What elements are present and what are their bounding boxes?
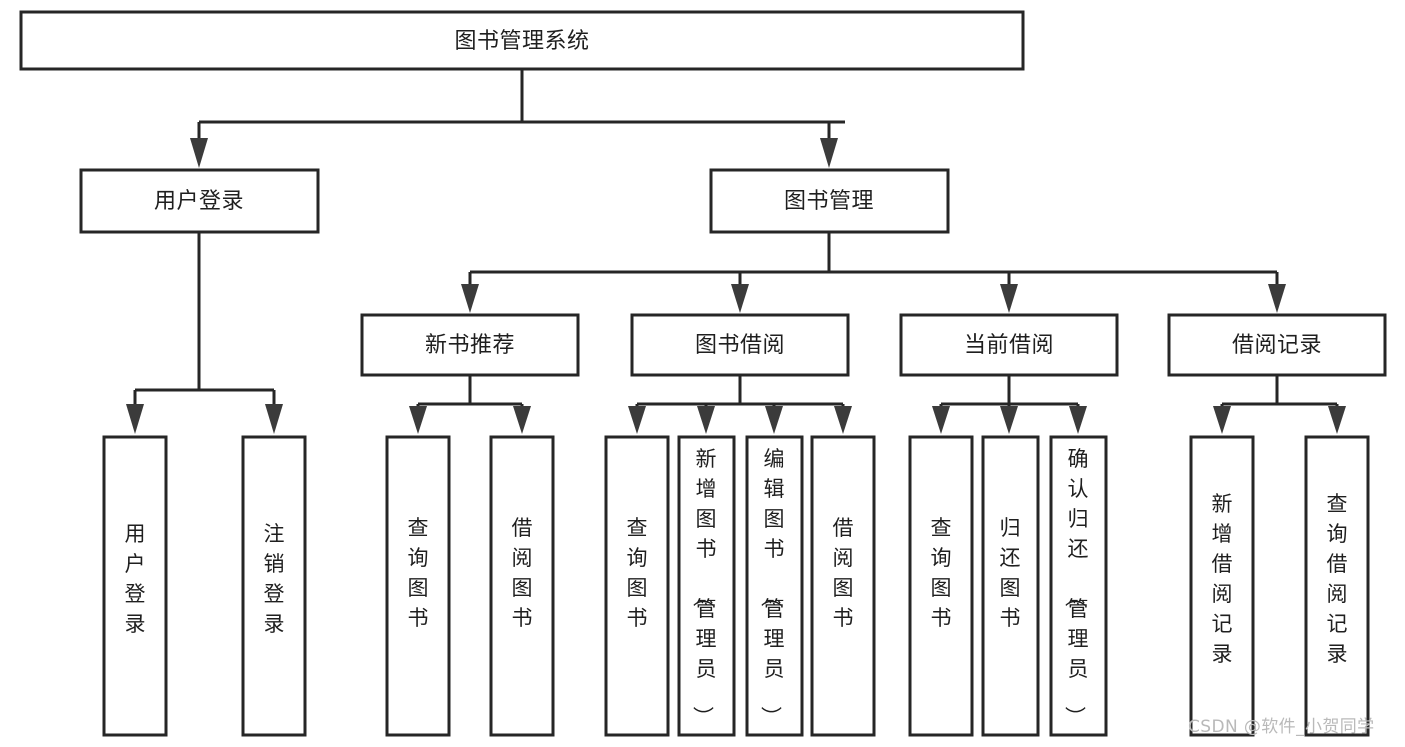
node-leaf-borrow-book-2[interactable]: 借阅图书: [810, 435, 876, 737]
node-leaf-add-book-label: 新增图书（管理员）: [691, 447, 717, 727]
arrowhead-leaf-borrow-book-1: [513, 406, 531, 434]
arrowhead-leaf-return-book: [1000, 406, 1018, 434]
node-leaf-borrow-book-2-box[interactable]: [810, 435, 876, 737]
node-leaf-query-book-3-box[interactable]: [908, 435, 974, 737]
node-leaf-confirm-return-box[interactable]: [1049, 435, 1108, 737]
node-borrow-record-label: 借阅记录: [1232, 333, 1322, 358]
node-leaf-query-book-1-label: 查询图书: [408, 516, 429, 630]
arrowhead-leaf-add-record: [1213, 406, 1231, 434]
node-leaf-query-record-label: 查询借阅记录: [1327, 492, 1348, 666]
node-leaf-add-book-box[interactable]: [677, 435, 736, 737]
node-root-box[interactable]: [19, 10, 1025, 71]
node-leaf-add-record[interactable]: 新增借阅记录: [1189, 435, 1255, 737]
node-leaf-logout-label: 注销登录: [264, 522, 285, 636]
node-leaf-query-book-2-label: 查询图书: [627, 516, 648, 630]
arrowhead-leaf-borrow-book-2: [834, 406, 852, 434]
node-leaf-user-login-box[interactable]: [102, 435, 168, 737]
arrowhead-new-book-recommend: [461, 284, 479, 313]
node-leaf-add-book[interactable]: 新增图书（管理员）: [677, 435, 736, 737]
arrowhead-leaf-query-book-2: [628, 406, 646, 434]
node-root-label: 图书管理系统: [454, 29, 589, 54]
node-leaf-query-book-1[interactable]: 查询图书: [385, 435, 451, 737]
node-leaf-logout-box[interactable]: [241, 435, 307, 737]
node-book-management[interactable]: 图书管理: [709, 168, 950, 234]
node-current-borrow-label: 当前借阅: [964, 333, 1054, 358]
node-user-login-box[interactable]: [79, 168, 320, 234]
node-user-login[interactable]: 用户登录: [79, 168, 320, 234]
node-book-borrow-box[interactable]: [630, 313, 850, 377]
arrowhead-book-management: [820, 138, 838, 168]
node-book-management-label: 图书管理: [784, 189, 874, 214]
node-leaf-edit-book[interactable]: 编辑图书（管理员）: [745, 435, 804, 737]
arrowhead-leaf-query-record: [1328, 406, 1346, 434]
arrowhead-leaf-edit-book: [765, 406, 783, 434]
node-leaf-add-record-box[interactable]: [1189, 435, 1255, 737]
arrowhead-borrow-record: [1268, 284, 1286, 313]
arrowhead-leaf-confirm-return: [1069, 406, 1087, 434]
node-leaf-confirm-return[interactable]: 确认归还（管理员）: [1049, 435, 1108, 737]
node-leaf-return-book[interactable]: 归还图书: [981, 435, 1040, 737]
node-leaf-logout[interactable]: 注销登录: [241, 435, 307, 737]
node-borrow-record-box[interactable]: [1167, 313, 1387, 377]
node-leaf-add-record-label: 新增借阅记录: [1212, 492, 1233, 666]
node-leaf-user-login-label: 用户登录: [125, 522, 146, 636]
node-leaf-query-book-3-label: 查询图书: [931, 516, 952, 630]
node-book-borrow-label: 图书借阅: [695, 333, 785, 358]
node-book-borrow[interactable]: 图书借阅: [630, 313, 850, 377]
node-leaf-query-record-box[interactable]: [1304, 435, 1370, 737]
node-leaf-query-record[interactable]: 查询借阅记录: [1304, 435, 1370, 737]
arrowhead-user-login: [190, 138, 208, 168]
arrowhead-leaf-add-book: [697, 406, 715, 434]
node-new-book-recommend[interactable]: 新书推荐: [360, 313, 580, 377]
node-leaf-query-book-2-box[interactable]: [604, 435, 670, 737]
node-root[interactable]: 图书管理系统: [19, 10, 1025, 71]
arrowhead-book-borrow: [731, 284, 749, 313]
node-leaf-return-book-label: 归还图书: [1000, 516, 1021, 630]
node-new-book-recommend-label: 新书推荐: [425, 333, 515, 358]
node-leaf-confirm-return-label: 确认归还（管理员）: [1063, 447, 1089, 727]
node-user-login-label: 用户登录: [154, 189, 244, 214]
node-leaf-edit-book-box[interactable]: [745, 435, 804, 737]
node-borrow-record[interactable]: 借阅记录: [1167, 313, 1387, 377]
node-leaf-query-book-2[interactable]: 查询图书: [604, 435, 670, 737]
node-current-borrow-box[interactable]: [899, 313, 1119, 377]
node-leaf-edit-book-label: 编辑图书（管理员）: [759, 447, 785, 727]
arrowhead-leaf-logout: [265, 404, 283, 434]
node-leaf-borrow-book-1-box[interactable]: [489, 435, 555, 737]
node-current-borrow[interactable]: 当前借阅: [899, 313, 1119, 377]
node-leaf-borrow-book-1[interactable]: 借阅图书: [489, 435, 555, 737]
arrowhead-leaf-query-book-3: [932, 406, 950, 434]
node-leaf-borrow-book-2-label: 借阅图书: [833, 516, 854, 630]
node-leaf-user-login[interactable]: 用户登录: [102, 435, 168, 737]
node-leaf-borrow-book-1-label: 借阅图书: [512, 516, 533, 630]
node-book-management-box[interactable]: [709, 168, 950, 234]
connector-layer: [126, 69, 1346, 434]
arrowhead-leaf-query-book-1: [409, 406, 427, 434]
node-leaf-return-book-box[interactable]: [981, 435, 1040, 737]
arrowhead-leaf-user-login: [126, 404, 144, 434]
arrowhead-current-borrow: [1000, 284, 1018, 313]
node-leaf-query-book-3[interactable]: 查询图书: [908, 435, 974, 737]
node-leaf-query-book-1-box[interactable]: [385, 435, 451, 737]
node-new-book-recommend-box[interactable]: [360, 313, 580, 377]
